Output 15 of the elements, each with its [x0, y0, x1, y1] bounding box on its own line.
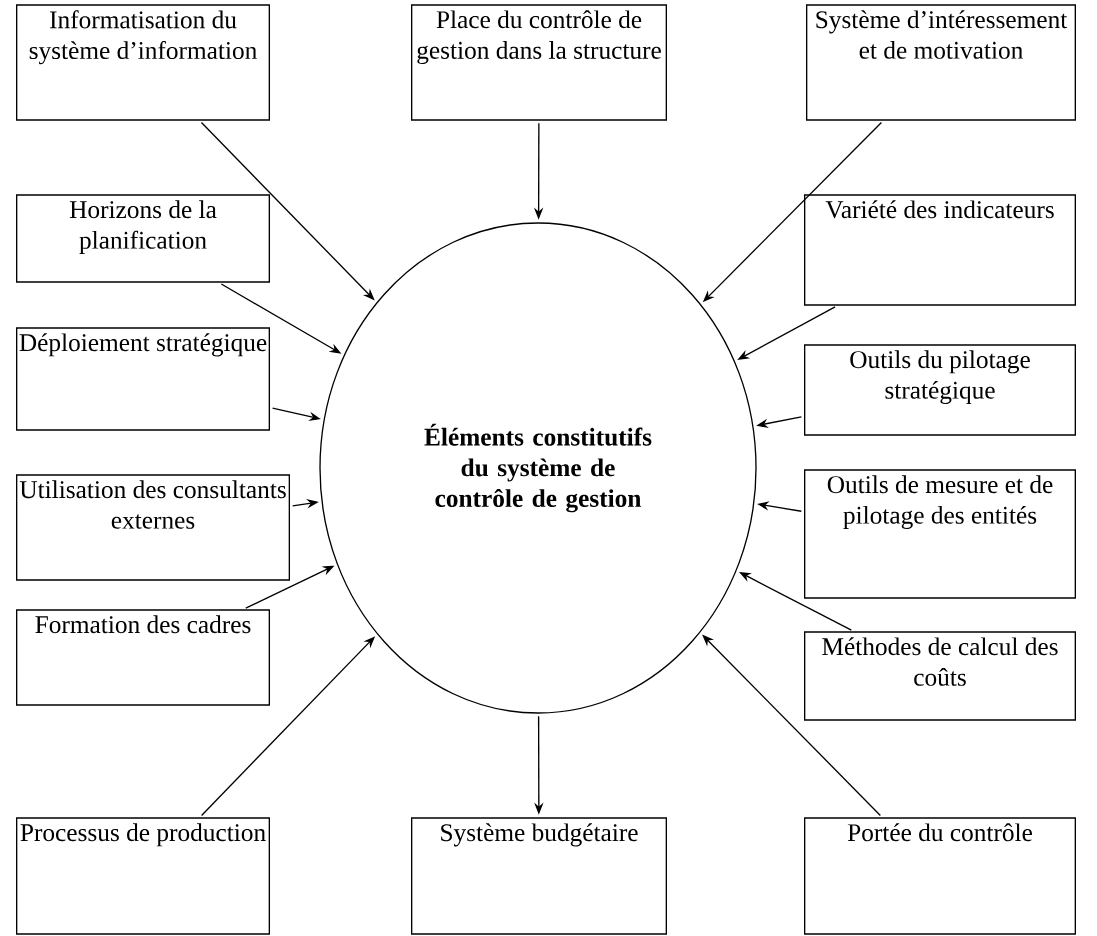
text-box: Variété des indicateurs: [804, 194, 1076, 306]
text-box: Outils du pilotage stratégique: [804, 344, 1076, 436]
text-box: Déploiement stratégique: [16, 327, 270, 431]
text-box: Place du contrôle de gestion dans la structure: [411, 4, 667, 121]
text-box: Portée du contrôle: [804, 817, 1076, 935]
text-box: Méthodes de calcul des coûts: [804, 631, 1076, 721]
text-box: Processus de production: [16, 817, 270, 935]
text-box: Informatisation du système d’information: [16, 4, 270, 121]
text-box: Formation des cadres: [16, 609, 270, 706]
text-box: Système budgétaire: [411, 817, 667, 935]
text-box: Utilisation des consultants externes: [16, 474, 290, 581]
arrow: [739, 572, 852, 631]
text-box: Outils de mesure et de pilotage des entités: [804, 469, 1076, 599]
text-box: Système d’intéressement et de motivation: [806, 4, 1076, 121]
text-box: Horizons de la planification: [16, 194, 270, 283]
